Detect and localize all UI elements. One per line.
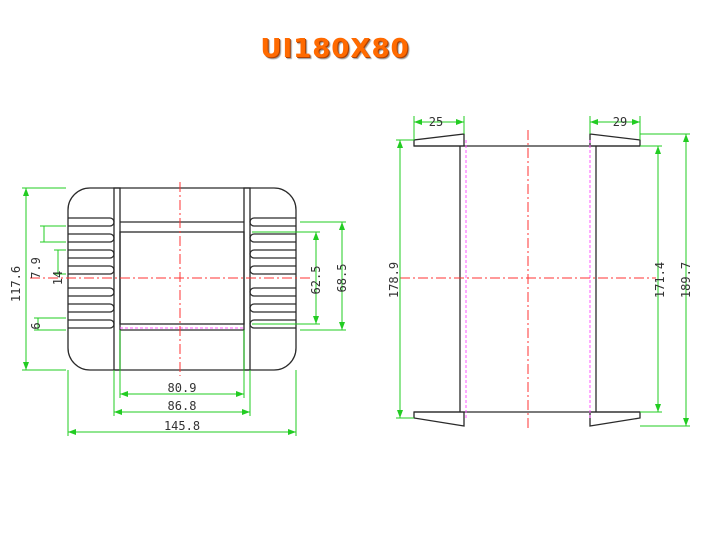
dim-flange-left: 25 [429,115,443,129]
bobbin-outline [67,187,297,371]
bottom-left-flange [413,411,465,427]
right-view: 25 29 178.9 171.4 189.7 [387,115,693,430]
bottom-right-flange [589,411,641,427]
dim-inner-height-right: 171.4 [653,262,667,298]
drawing-title: UI180X80 [260,34,410,64]
dim-inner-height: 62.5 [309,266,323,295]
top-left-flange [413,133,465,147]
dim-slot-width: 14 [51,271,65,285]
dim-slot-small: 6 [29,322,43,329]
top-right-flange [589,133,641,147]
left-view: 117.6 7.9 14 6 62.5 68.5 80.9 86.8 145.8 [9,182,349,436]
right-wall [243,187,251,371]
dim-overall-height-right: 178.9 [387,262,401,298]
dim-slot-pitch: 7.9 [29,257,43,279]
dim-outer-height: 68.5 [335,264,349,293]
dim-mid-width: 86.8 [168,399,197,413]
dim-inner-width: 80.9 [168,381,197,395]
dim-overall-height: 117.6 [9,266,23,302]
left-wall [113,187,121,371]
left-slots [68,217,115,329]
dim-overall-width: 145.8 [164,419,200,433]
dim-max-height-right: 189.7 [679,262,693,298]
right-slots [249,217,296,329]
dim-flange-right: 29 [613,115,627,129]
